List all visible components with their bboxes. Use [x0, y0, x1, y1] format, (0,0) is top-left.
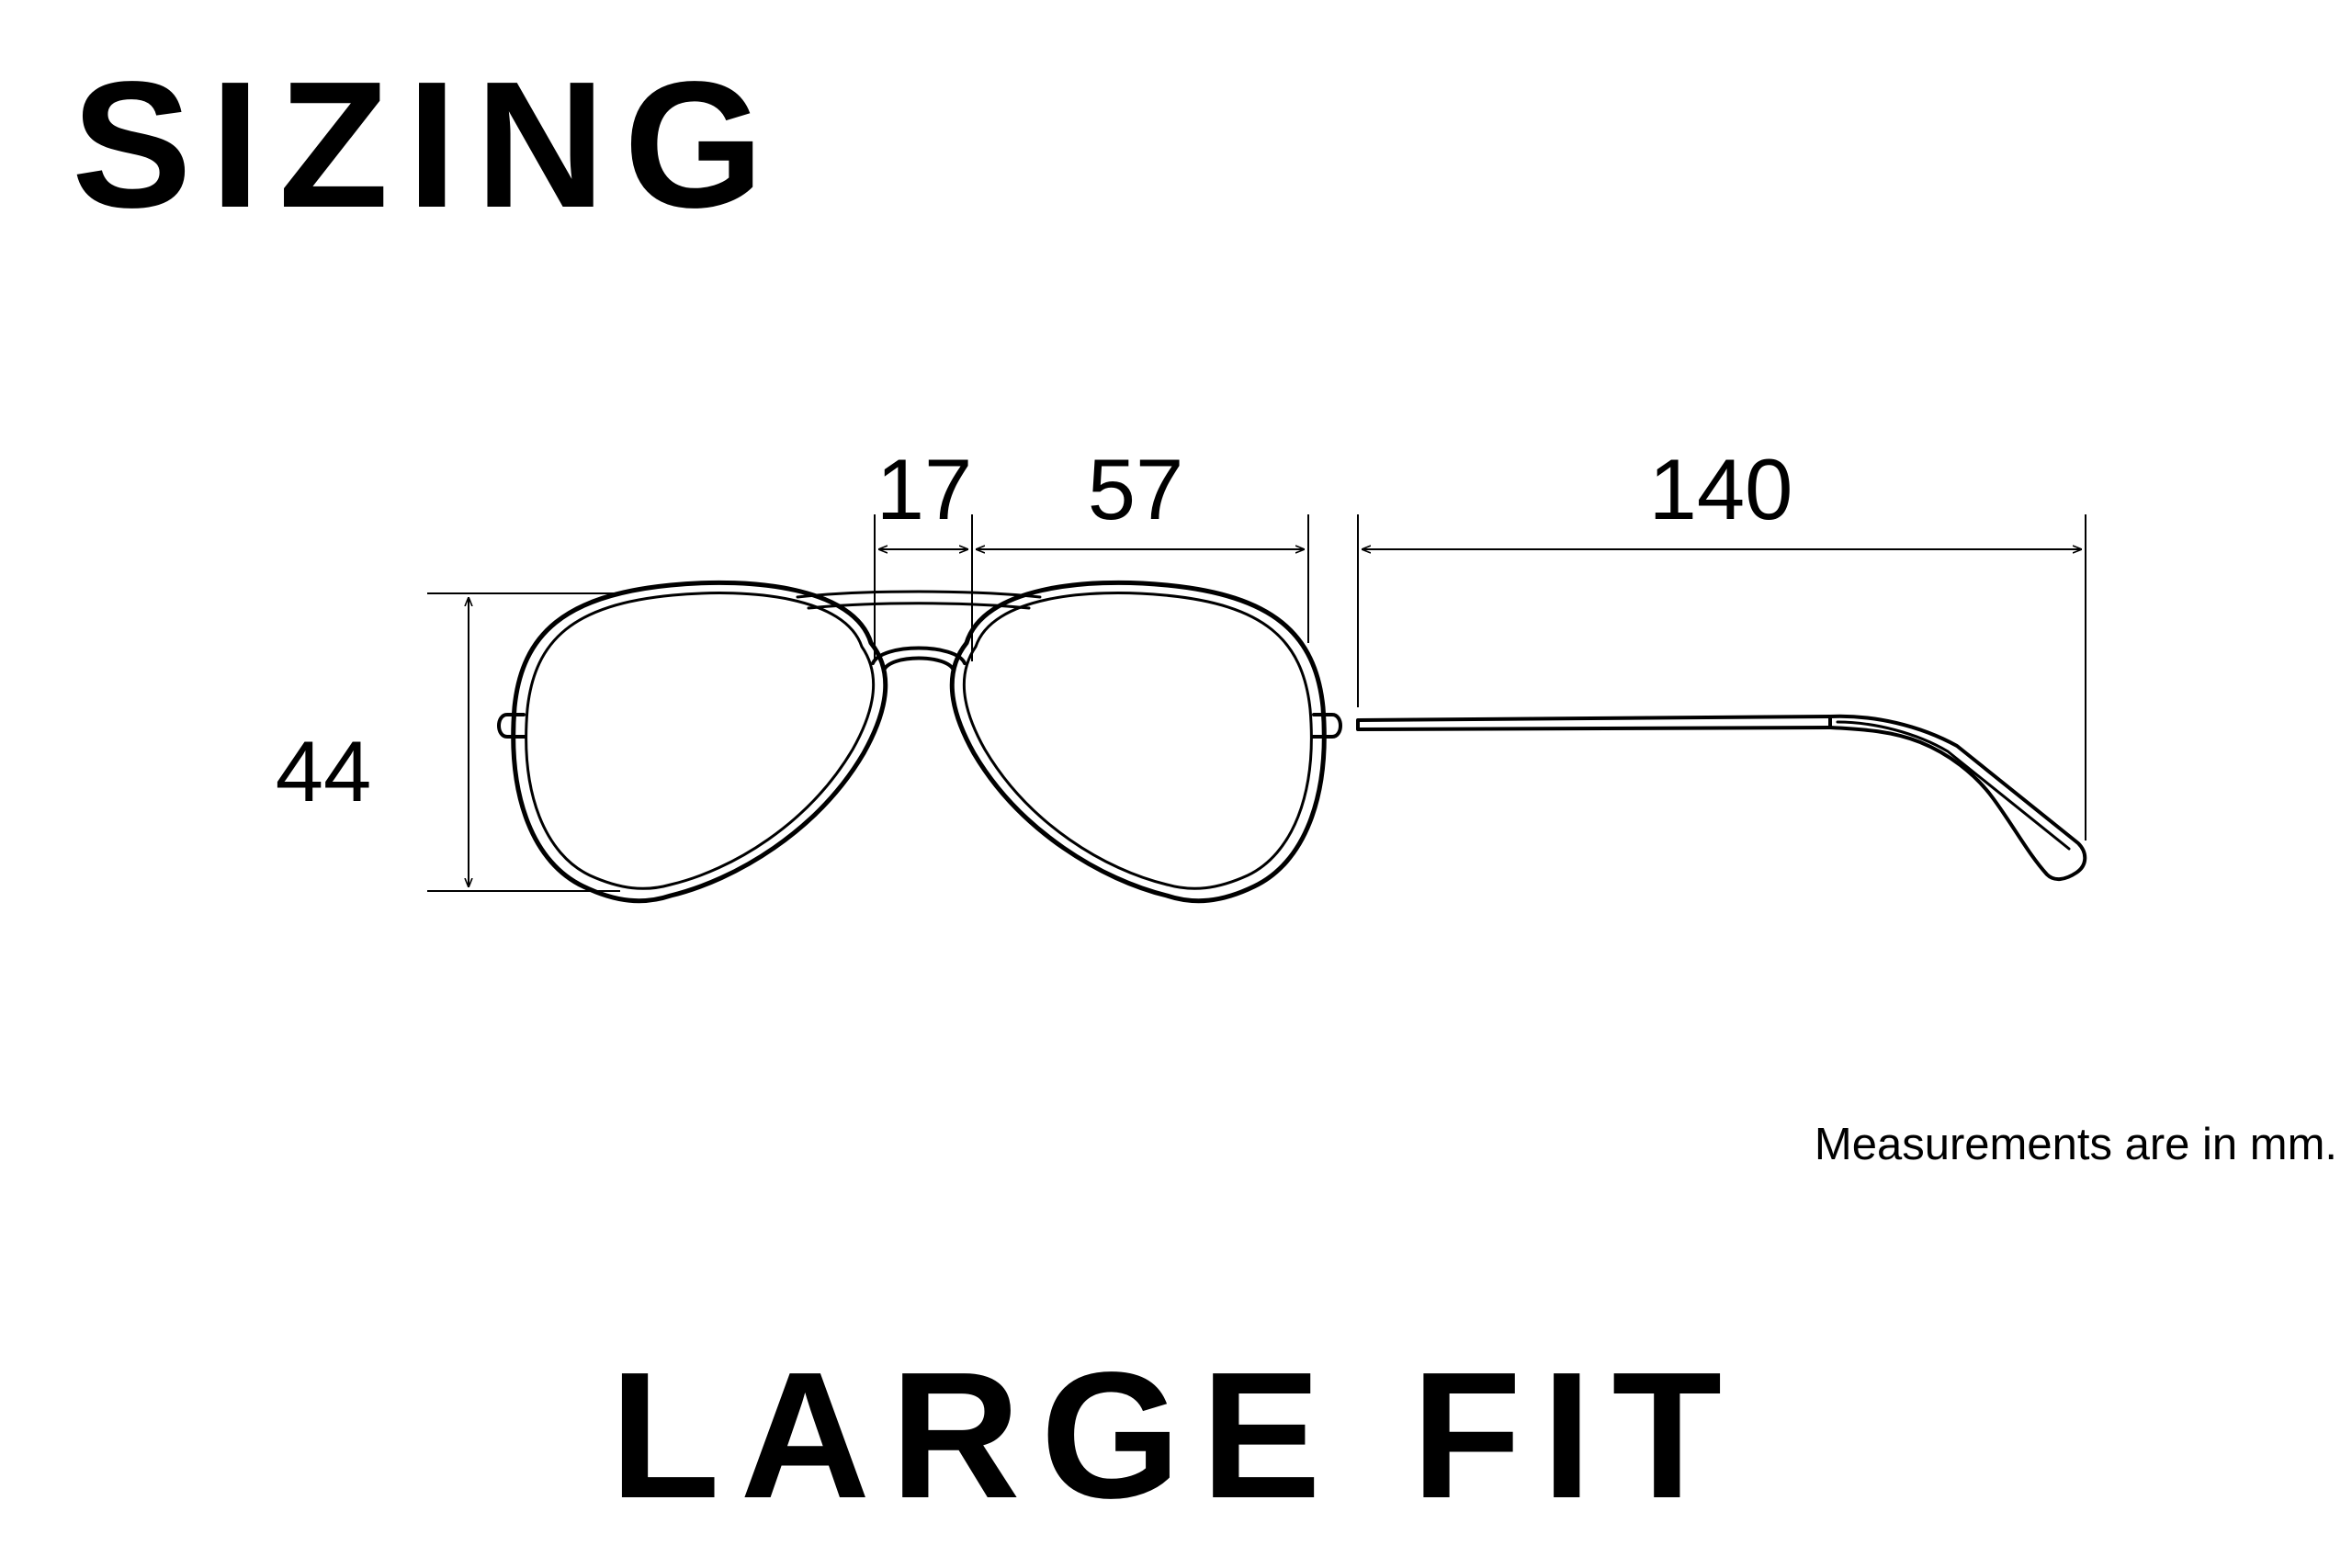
glasses-front-icon	[497, 580, 1342, 904]
temple-tip	[1828, 714, 2087, 881]
left-lens-rim	[511, 580, 888, 904]
bridge-value: 17	[876, 441, 973, 537]
page-title: SIZING	[72, 44, 783, 245]
temple-tip-inner	[1836, 720, 2071, 851]
right-lens-rim	[949, 580, 1327, 904]
temple-arm-icon	[1356, 714, 2087, 881]
top-bar	[796, 590, 1042, 610]
nose-bridge	[871, 646, 967, 672]
temple-bar	[1356, 715, 1832, 731]
left-hinge	[497, 713, 527, 739]
dimension-temple-length	[1357, 514, 2086, 840]
left-lens-inner	[525, 592, 876, 890]
fit-label: LARGE FIT	[609, 1335, 1743, 1536]
right-hinge	[1310, 713, 1342, 739]
lens-width-value: 57	[1088, 441, 1184, 537]
dimension-lens-height	[427, 592, 620, 892]
lens-height-value: 44	[276, 723, 372, 819]
dimension-lens-width	[976, 514, 1309, 643]
measurement-note: Measurements are in mm.	[1814, 1120, 2337, 1169]
right-lens-inner	[962, 592, 1313, 890]
temple-length-value: 140	[1649, 441, 1793, 537]
dimension-bridge	[874, 514, 973, 661]
